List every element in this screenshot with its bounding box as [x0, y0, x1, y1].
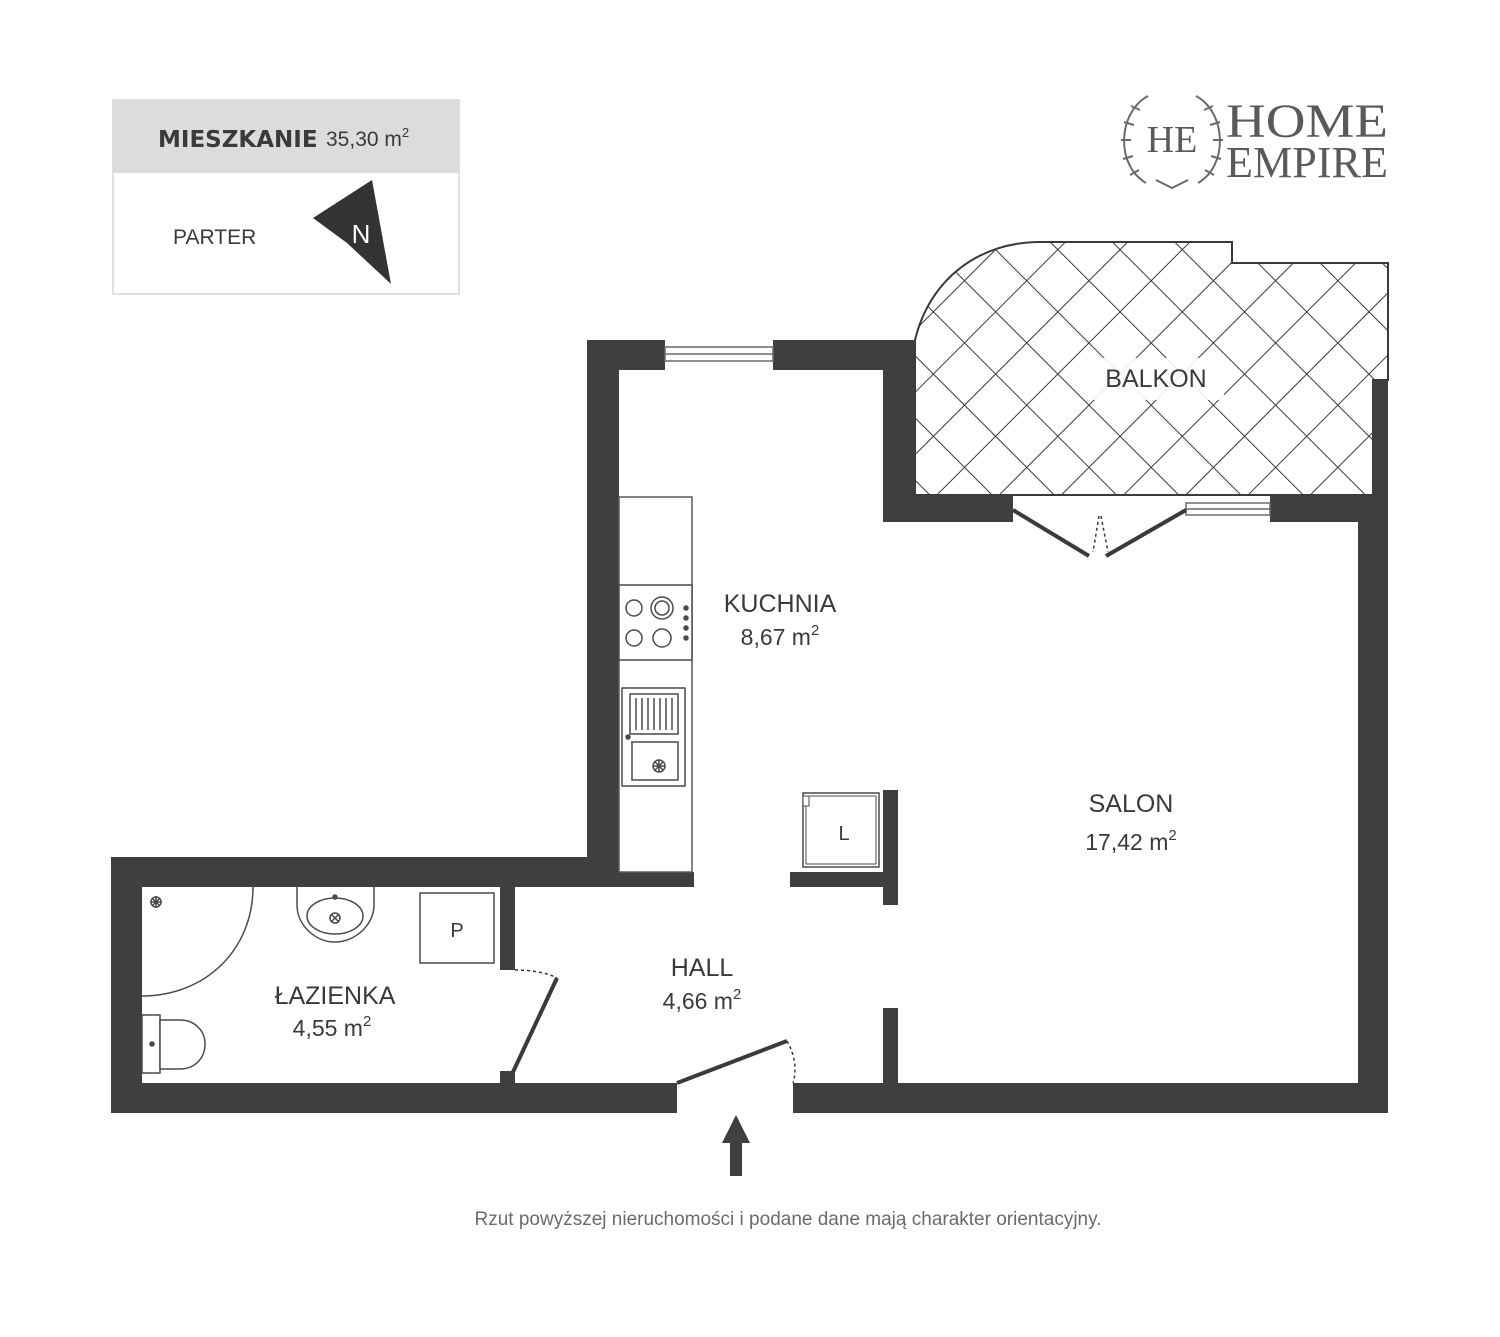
room-lazienka: ŁAZIENKA 4,55 m2 — [275, 982, 396, 1041]
balcony-name: BALKON — [1105, 365, 1206, 393]
salon-window — [1185, 502, 1271, 516]
logo-monogram: HE — [1147, 119, 1198, 161]
balcony-double-door — [1011, 508, 1187, 558]
laurel-wreath-icon — [1121, 95, 1223, 190]
apartment-title: MIESZKANIE — [158, 127, 318, 153]
logo-line-1: HOME — [1226, 95, 1388, 148]
north-arrow-icon: N — [313, 180, 391, 284]
balcony: BALKON — [914, 241, 1389, 496]
toilet-icon — [141, 1014, 206, 1074]
entrance-arrow-icon — [722, 1115, 750, 1176]
salon-name: SALON — [1089, 790, 1174, 818]
washbasin-icon — [296, 887, 375, 943]
windows — [664, 346, 1271, 516]
room-hall: HALL 4,66 m2 — [663, 954, 742, 1014]
fridge-label: L — [838, 823, 849, 845]
fridge-icon: L — [802, 792, 880, 868]
hall-area: 4,66 m2 — [663, 986, 742, 1014]
shower-icon — [141, 886, 254, 997]
sink-icon — [621, 687, 686, 787]
lazienka-area: 4,55 m2 — [293, 1013, 372, 1041]
boiler-label: P — [450, 920, 463, 942]
boiler-icon: P — [419, 892, 495, 964]
balcony-label-bg — [1088, 358, 1224, 400]
floor-label: PARTER — [173, 226, 256, 249]
info-box-header — [113, 100, 459, 173]
north-letter: N — [352, 219, 371, 249]
doors — [511, 508, 1187, 1085]
disclaimer-text: Rzut powyższej nieruchomości i podane da… — [475, 1209, 1102, 1230]
kitchen-counter — [618, 496, 693, 873]
kuchnia-name: KUCHNIA — [724, 590, 837, 618]
home-empire-logo: HE HOME EMPIRE — [1121, 95, 1388, 190]
entrance-door — [676, 1039, 796, 1085]
logo-line-2: EMPIRE — [1226, 138, 1388, 187]
walls — [111, 340, 1388, 1113]
hall-name: HALL — [671, 954, 734, 982]
salon-area: 17,42 m2 — [1085, 827, 1176, 855]
lazienka-name: ŁAZIENKA — [275, 982, 396, 1010]
info-box: MIESZKANIE 35,30 m2 PARTER N — [112, 99, 460, 295]
bathroom-door — [511, 969, 559, 1073]
kuchnia-area: 8,67 m2 — [741, 622, 820, 650]
kitchen-window — [664, 346, 774, 362]
room-kuchnia: KUCHNIA 8,67 m2 — [724, 590, 837, 650]
room-salon: SALON 17,42 m2 — [1085, 790, 1176, 855]
stove-icon — [618, 584, 693, 661]
apartment-area: 35,30 m2 — [326, 125, 409, 151]
